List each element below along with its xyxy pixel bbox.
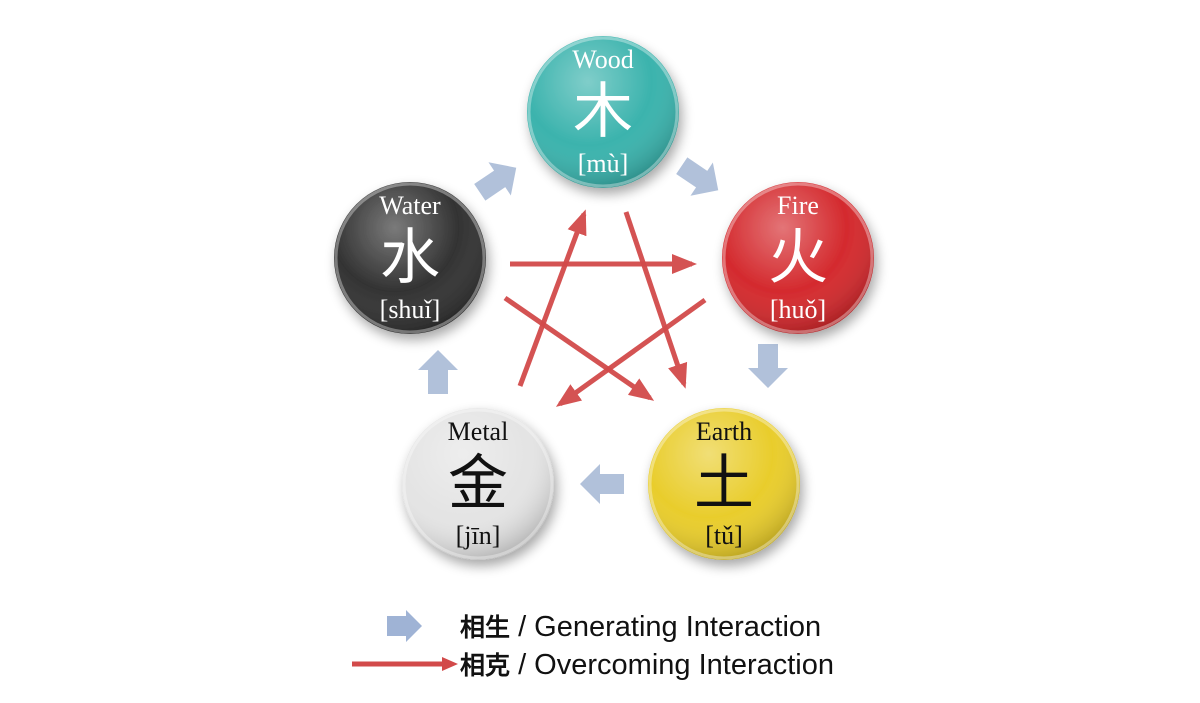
element-fire-pinyin: [huǒ] xyxy=(770,295,826,324)
element-earth xyxy=(648,408,800,560)
element-fire-english: Fire xyxy=(777,191,819,220)
overcoming-arrow-icon xyxy=(352,657,458,671)
overcoming-arrows xyxy=(503,209,707,407)
overcoming-arrow-5 xyxy=(503,295,655,401)
element-wood xyxy=(527,36,679,188)
element-metal-pinyin: [jīn] xyxy=(456,521,501,550)
element-water xyxy=(334,182,486,334)
generating-arrow-4 xyxy=(580,464,624,504)
generating-arrow-5 xyxy=(418,350,458,394)
element-fire-chinese: 火 xyxy=(768,223,828,293)
element-circles: Wood 木[mù] Fire 火[huǒ] Earth 土[tǔ] Metal 金[jīn]… xyxy=(334,36,874,560)
generating-arrow-icon xyxy=(387,610,422,642)
element-water-pinyin: [shuǐ] xyxy=(380,295,441,324)
element-earth-chinese: 土 xyxy=(694,449,754,519)
generating-arrows xyxy=(418,157,788,504)
element-wood-english: Wood xyxy=(572,45,633,74)
overcoming-arrow-4 xyxy=(517,209,587,387)
element-earth-english: Earth xyxy=(696,417,752,446)
legend-generating-chinese: 相生 xyxy=(460,613,511,642)
legend-generating-english: / Generating Interaction xyxy=(510,611,822,643)
element-water-english: Water xyxy=(379,191,441,220)
element-wood-chinese: 木 xyxy=(573,77,633,147)
element-wood-pinyin: [mù] xyxy=(578,149,629,178)
element-water-chinese: 水 xyxy=(380,223,440,293)
legend-overcoming-label: 相克 / Overcoming Interaction xyxy=(460,646,834,682)
legend-generating-label: 相生 / Generating Interaction xyxy=(460,608,821,644)
element-earth-pinyin: [tǔ] xyxy=(705,521,743,550)
generating-arrow-1 xyxy=(474,162,517,201)
element-fire xyxy=(722,182,874,334)
generating-arrow-2 xyxy=(676,157,719,196)
overcoming-arrow-3 xyxy=(555,297,707,407)
legend-overcoming-english: / Overcoming Interaction xyxy=(510,649,834,681)
element-metal-english: Metal xyxy=(448,417,509,446)
legend-overcoming: 相克 / Overcoming Interaction xyxy=(350,646,970,682)
legend-generating: 相生 / Generating Interaction xyxy=(350,608,970,644)
element-metal xyxy=(402,408,554,560)
element-metal-chinese: 金 xyxy=(448,449,508,519)
overcoming-arrow-2 xyxy=(623,211,688,389)
legend-overcoming-chinese: 相克 xyxy=(460,651,511,680)
generating-arrow-3 xyxy=(748,344,788,388)
